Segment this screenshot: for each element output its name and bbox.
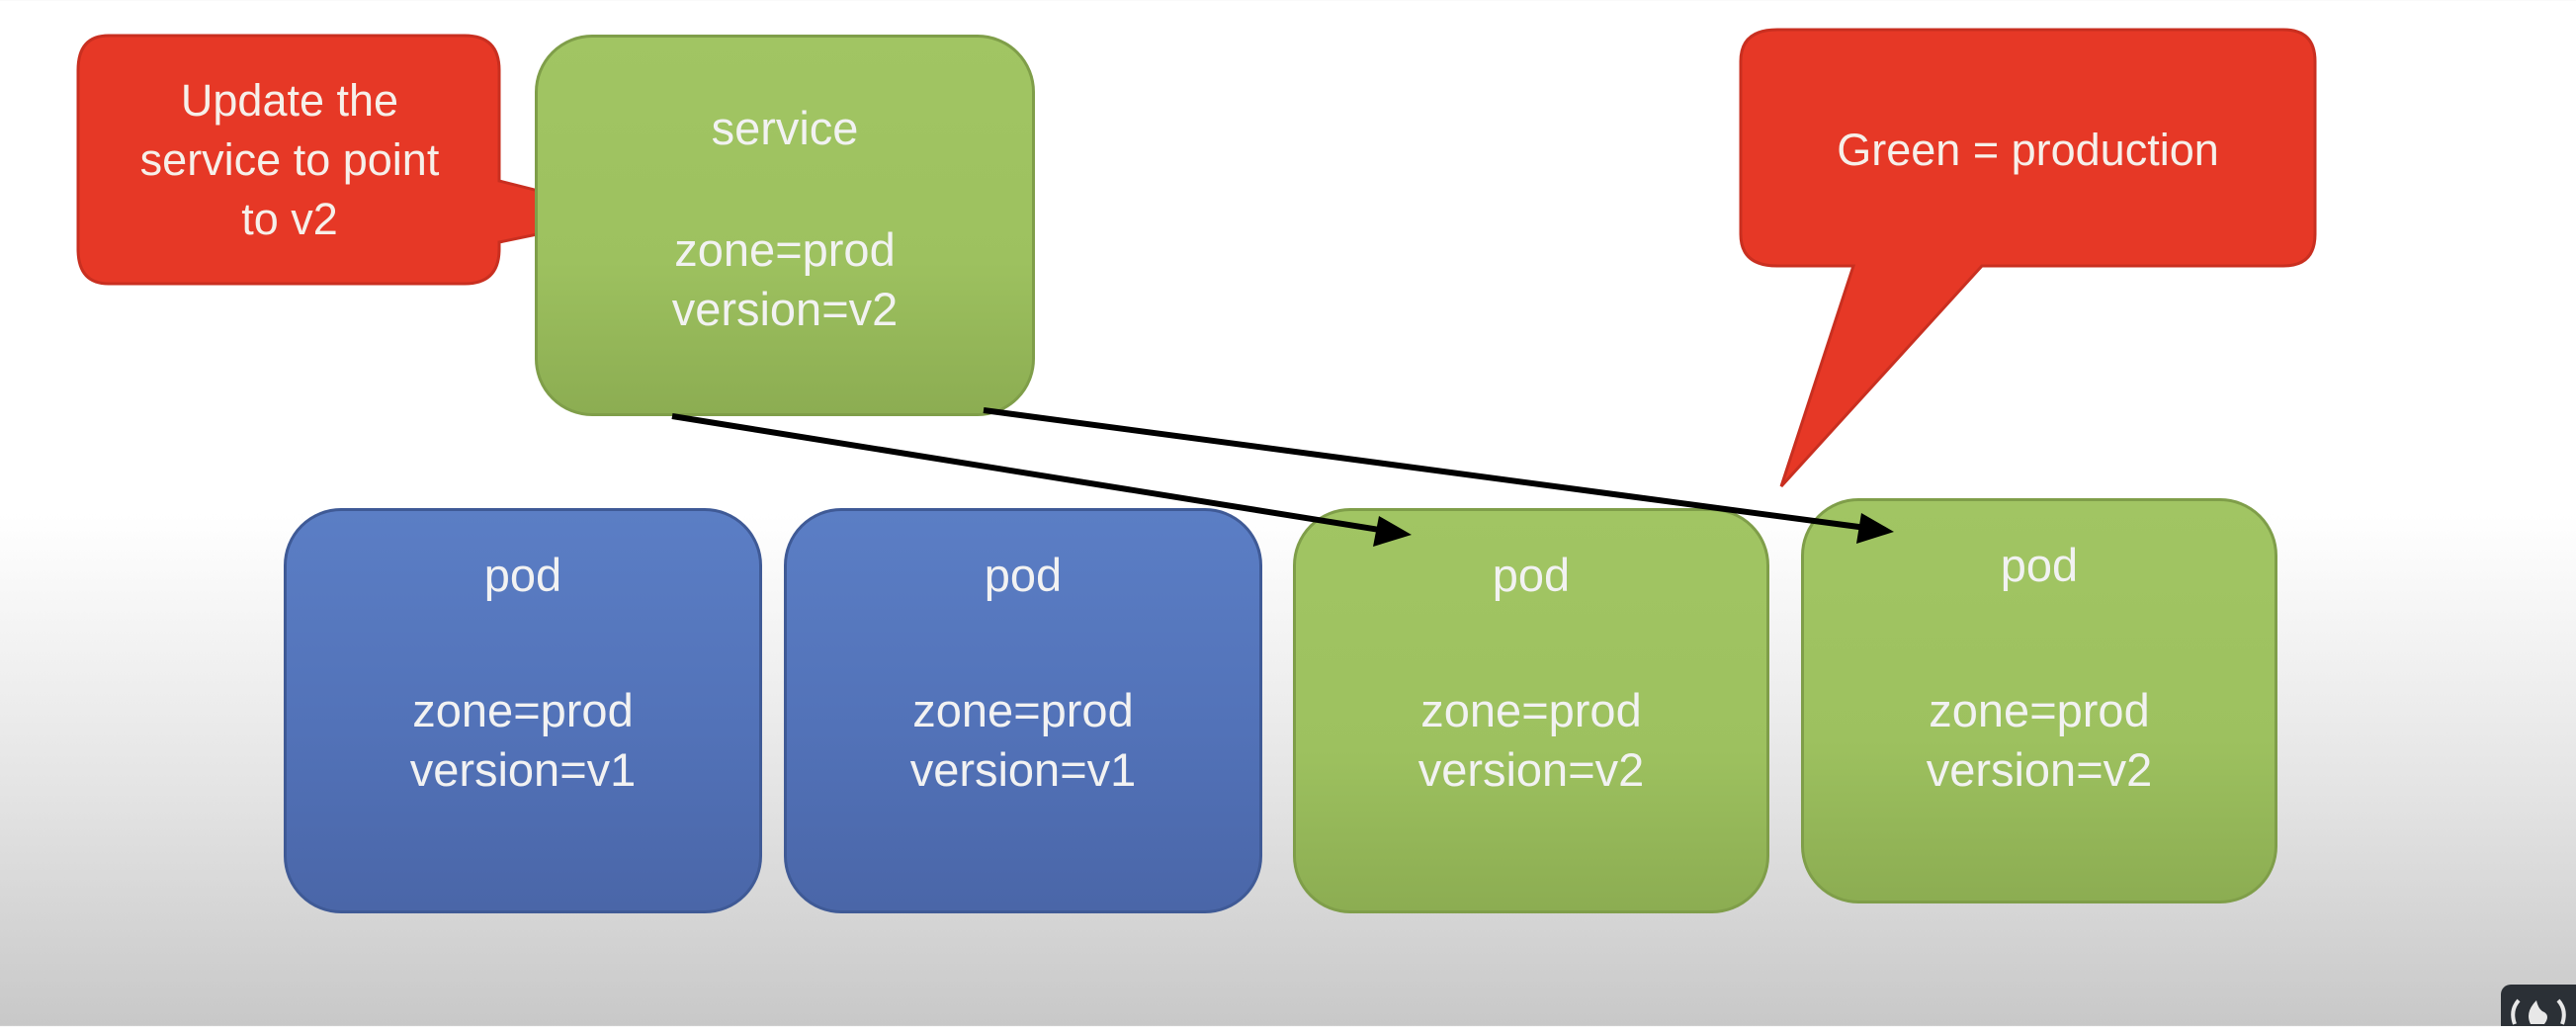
pod-4-labels: zone=prod version=v2 [1804,681,2275,800]
service-to-pod-3-arrow [671,413,1387,534]
update-callout-text: Update the service to point to v2 [87,71,492,249]
pod-2-title: pod [984,549,1063,601]
service-title: service [711,102,859,154]
flame-icon [2511,998,2566,1025]
pod-3-version-label: version=v2 [1417,743,1645,796]
update-callout-line-3: to v2 [241,194,338,244]
service-to-pod-4-arrowhead [1856,513,1894,544]
update-callout-line-2: service to point [139,134,440,185]
pod-2-node: pod zone=prod version=v1 [784,508,1262,913]
pod-3-zone-label: zone=prod [1420,684,1642,736]
pod-3-node: pod zone=prod version=v2 [1293,508,1769,913]
pod-4-zone-label: zone=prod [1929,684,2150,736]
pod-4-title: pod [2000,539,2079,591]
pod-2-version-label: version=v1 [909,743,1137,796]
pod-4-version-label: version=v2 [1926,743,2153,796]
update-callout-line-1: Update the [180,75,399,126]
service-zone-label: zone=prod [674,223,896,276]
legend-callout-bubble [1739,28,2317,488]
pod-3-title: pod [1492,549,1571,601]
pod-1-title: pod [483,549,562,601]
service-version-label: version=v2 [671,283,899,335]
pod-1-version-label: version=v1 [409,743,637,796]
pod-1-labels: zone=prod version=v1 [287,681,759,800]
update-callout-bubble [76,34,634,286]
service-to-pod-4-arrow [983,407,1867,531]
service-labels: zone=prod version=v2 [538,220,1032,339]
service-to-pod-3-arrowhead [1373,516,1412,547]
legend-callout-text: Green = production [1837,125,2219,175]
pod-4-node: pod zone=prod version=v2 [1801,498,2277,903]
pod-3-labels: zone=prod version=v2 [1296,681,1766,800]
pod-2-zone-label: zone=prod [912,684,1134,736]
pod-1-zone-label: zone=prod [412,684,634,736]
pod-2-labels: zone=prod version=v1 [787,681,1259,800]
service-node: service zone=prod version=v2 [535,35,1035,416]
flame-logo [2501,985,2576,1026]
pod-1-node: pod zone=prod version=v1 [284,508,762,913]
